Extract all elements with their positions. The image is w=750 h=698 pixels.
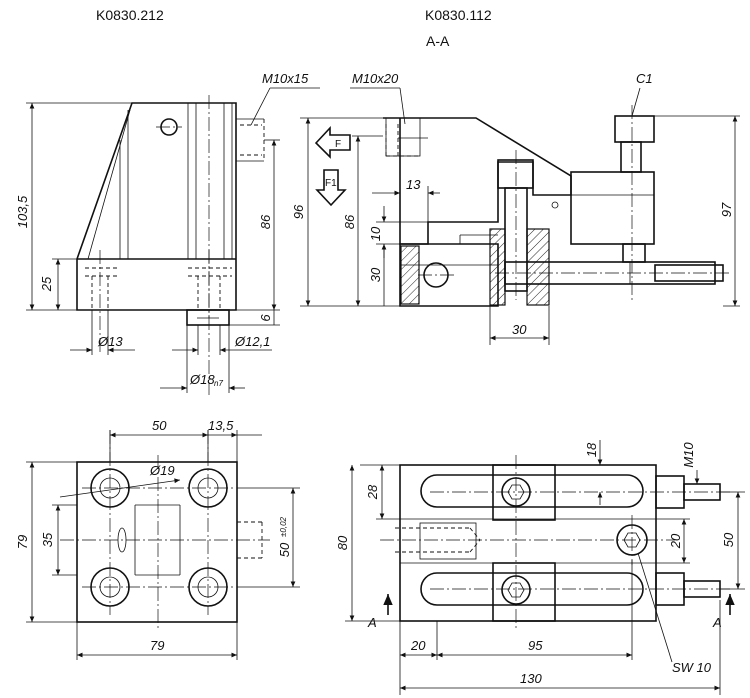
- plan-right-dim-20-h: 20: [410, 638, 426, 653]
- plan-right-dim-95: 95: [528, 638, 543, 653]
- plan-left-dim-d19: Ø19: [149, 463, 175, 478]
- section-dim-30-v: 30: [368, 267, 383, 282]
- plan-right-dim-50-v: 50: [721, 532, 736, 547]
- plan-right-dim-80: 80: [335, 535, 350, 550]
- plan-left-dim-79-h: 79: [150, 638, 164, 653]
- plan-right-dim-130: 130: [520, 671, 542, 686]
- side-dim-d13: Ø13: [97, 334, 123, 349]
- section-marker-left: A: [367, 615, 377, 630]
- wrench-size-label: SW 10: [672, 660, 712, 675]
- section-view: F F1 M10x20 C1 96 86 13 10 30: [291, 71, 740, 345]
- force-F-label: F: [335, 139, 341, 150]
- section-marker-right: A: [712, 615, 722, 630]
- right-view-title: K0830.112: [425, 7, 492, 23]
- plan-view-right: 18 M10 28 80 20 50 A A 20 95: [335, 440, 745, 695]
- section-dim-97: 97: [719, 202, 734, 217]
- chamfer-label: C1: [636, 71, 653, 86]
- side-dim-d12-1: Ø12,1: [234, 334, 270, 349]
- section-dim-96: 96: [291, 204, 306, 219]
- plan-left-dim-50: 50: [152, 418, 167, 433]
- side-view: M10x15 103,5 25 86 6 Ø13 Ø12,1: [15, 71, 320, 395]
- section-dim-30-h: 30: [512, 322, 527, 337]
- side-dim-25: 25: [39, 276, 54, 292]
- section-dim-10: 10: [368, 226, 383, 241]
- plan-right-dim-18: 18: [584, 442, 599, 457]
- force-F1-label: F1: [325, 178, 337, 189]
- plan-left-dim-50-tol: 50: [277, 542, 292, 557]
- side-dim-86: 86: [258, 214, 273, 229]
- plan-left-dim-13-5: 13,5: [208, 418, 234, 433]
- plan-right-dim-28: 28: [365, 484, 380, 500]
- plan-view-left: 50 13,5 Ø19 79 35 50 ±0,02 79: [15, 418, 300, 660]
- plan-right-thread-m10: M10: [681, 442, 696, 468]
- section-label: A-A: [426, 33, 450, 49]
- side-dim-d18-tol: n7: [214, 379, 223, 388]
- left-view-title: K0830.212: [96, 7, 164, 23]
- section-dim-86: 86: [342, 214, 357, 229]
- section-dim-13: 13: [406, 177, 421, 192]
- plan-left-dim-35: 35: [40, 532, 55, 547]
- section-thread-label: M10x20: [352, 71, 399, 86]
- side-thread-label: M10x15: [262, 71, 309, 86]
- plan-left-dim-50-tol-sup: ±0,02: [279, 516, 288, 537]
- side-dim-103-5: 103,5: [15, 195, 30, 228]
- side-dim-6: 6: [258, 314, 273, 322]
- plan-right-dim-20-v: 20: [668, 533, 683, 549]
- plan-left-dim-79-v: 79: [15, 535, 30, 549]
- side-dim-d18: Ø18: [189, 372, 215, 387]
